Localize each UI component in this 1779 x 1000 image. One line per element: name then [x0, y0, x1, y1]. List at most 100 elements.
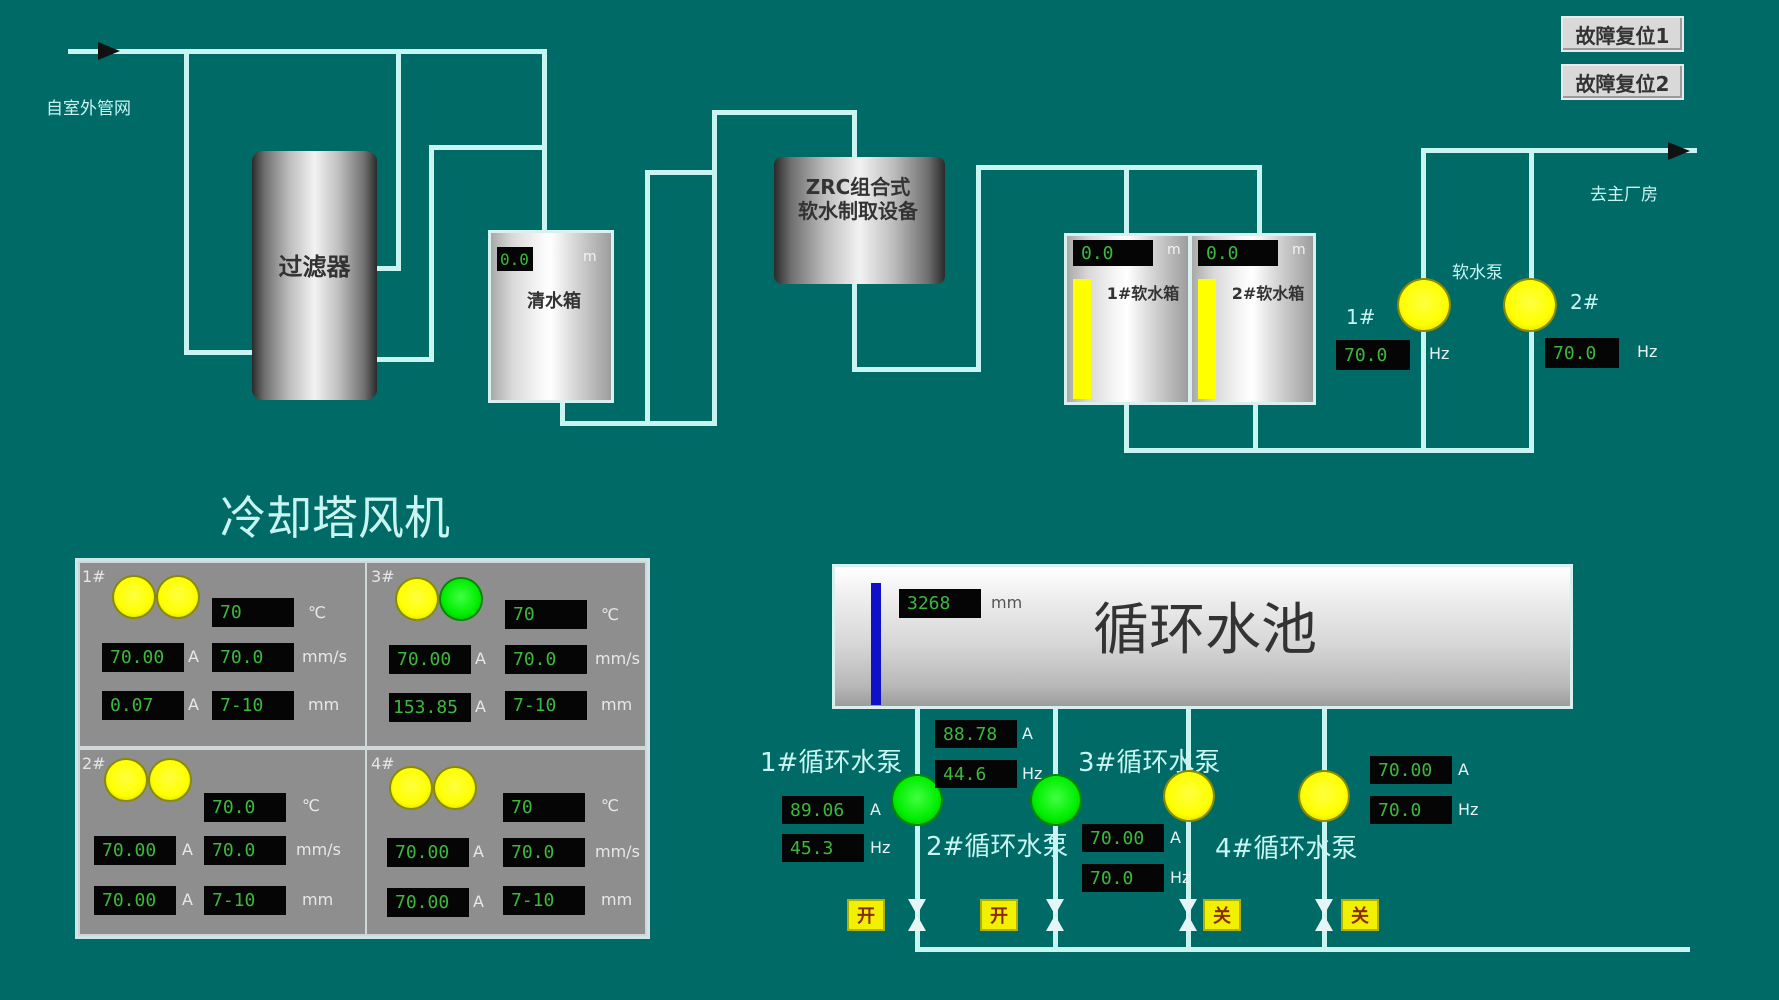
cooling-fan-1-temp: 70 [212, 598, 294, 627]
soft-pump-2-status-lamp[interactable] [1505, 280, 1555, 330]
fault-reset-1-button[interactable]: 故障复位1 [1561, 16, 1684, 52]
cooling-fan-2-lamp-a[interactable] [106, 760, 146, 800]
circ-pump-4-valve-button[interactable]: 关 [1341, 899, 1379, 931]
soft-pump-2-freq-unit: Hz [1637, 342, 1658, 361]
cooling-fan-3-current2-unit: A [475, 697, 486, 716]
circ-pump-2-label: 2#循环水泵 [926, 832, 1069, 862]
circ-pump-1-valve-button[interactable]: 开 [847, 899, 885, 931]
cooling-fan-4-speed: 70.0 [503, 838, 585, 867]
cooling-fan-2-current1: 70.00 [94, 836, 176, 865]
cooling-fan-4-current1: 70.00 [387, 838, 469, 867]
circ-pump-3-freq-unit: Hz [1170, 868, 1191, 887]
cooling-fan-2-temp: 70.0 [204, 793, 286, 822]
clear-tank-label: 清水箱 [527, 291, 581, 312]
cooling-fan-4-current1-unit: A [473, 842, 484, 861]
soft-pump-1-freq-unit: Hz [1429, 344, 1450, 363]
cooling-fan-3-temp-unit: ℃ [601, 605, 619, 624]
cooling-fan-4-lamp-b[interactable] [435, 768, 475, 808]
cooling-fan-2-speed: 70.0 [204, 836, 286, 865]
cooling-fan-4-range: 7-10 [503, 886, 585, 915]
circ-pump-2-current: 88.78 [935, 720, 1017, 748]
cooling-fan-3-lamp-b[interactable] [441, 579, 481, 619]
cooling-fan-1-id: 1# [82, 567, 106, 586]
soft-water-tank-1[interactable]: 0.0 m 1#软水箱 [1064, 233, 1191, 405]
cooling-fan-2-current2-unit: A [182, 890, 193, 909]
soft-pump-1-freq-display: 70.0 [1336, 340, 1410, 370]
soft-tank-1-level-display: 0.0 [1073, 240, 1153, 266]
cooling-fan-4-temp: 70 [503, 793, 585, 822]
cooling-fan-1-current1-unit: A [188, 647, 199, 666]
circ-pump-2-valve-icon[interactable] [1044, 897, 1066, 933]
cooling-fan-1-current2-unit: A [188, 695, 199, 714]
filter-vessel[interactable]: 过滤器 [252, 151, 377, 400]
circ-pump-2-current-unit: A [1022, 724, 1033, 743]
circ-pump-1-valve-icon[interactable] [906, 897, 928, 933]
cooling-fan-2-range: 7-10 [204, 886, 286, 915]
circ-pump-1-current: 89.06 [782, 796, 864, 824]
circ-pump-4-status-lamp[interactable] [1300, 772, 1348, 820]
cooling-fan-2-id: 2# [82, 754, 106, 773]
cooling-fan-4-current2: 70.00 [387, 888, 469, 917]
circulating-water-pool[interactable]: 3268 mm 循环水池 [832, 564, 1573, 709]
soft-water-tank-2[interactable]: 0.0 m 2#软水箱 [1189, 233, 1316, 405]
soft-tank-2-level-bar [1198, 279, 1216, 399]
clear-tank-level-unit: m [583, 249, 597, 265]
circ-pump-3-status-lamp[interactable] [1165, 772, 1213, 820]
soft-tank-1-level-unit: m [1167, 242, 1181, 258]
cooling-fan-1-temp-unit: ℃ [308, 603, 326, 622]
cooling-fan-3-current2: 153.85 [389, 693, 471, 722]
cooling-fan-2-cell: 2# 70.0 ℃ 70.00 A 70.0 mm/s 70.00 A 7-10… [78, 748, 367, 936]
cooling-fan-1-range: 7-10 [212, 691, 294, 720]
circ-pump-2-freq-unit: Hz [1022, 764, 1043, 783]
cooling-fan-3-lamp-a[interactable] [397, 579, 437, 619]
cooling-fan-1-lamp-b[interactable] [158, 577, 198, 617]
cooling-fan-3-temp: 70 [505, 600, 587, 629]
cooling-fan-1-lamp-a[interactable] [114, 577, 154, 617]
circ-pump-4-freq: 70.0 [1370, 796, 1452, 824]
cooling-fan-4-id: 4# [371, 754, 395, 773]
soft-tank-1-label: 1#软水箱 [1106, 284, 1180, 303]
cooling-fan-4-range-unit: mm [601, 890, 633, 909]
cooling-fan-4-lamp-a[interactable] [391, 768, 431, 808]
circ-pump-1-freq: 45.3 [782, 834, 864, 862]
circ-pump-1-current-unit: A [870, 800, 881, 819]
cooling-fan-1-cell: 1# 70 ℃ 70.00 A 70.0 mm/s 0.07 A 7-10 mm [78, 561, 367, 748]
fault-reset-2-button[interactable]: 故障复位2 [1561, 64, 1684, 100]
cooling-fan-1-current1: 70.00 [102, 643, 184, 672]
zrc-softener-unit[interactable]: ZRC组合式软水制取设备 [774, 157, 945, 284]
clear-water-tank[interactable]: 0.0 m 清水箱 [488, 230, 614, 403]
inlet-flow-arrow-icon [98, 42, 120, 60]
circ-pump-3-valve-icon[interactable] [1177, 897, 1199, 933]
cooling-tower-title: 冷却塔风机 [220, 491, 450, 545]
cooling-fan-3-current1: 70.00 [389, 645, 471, 674]
cooling-fan-4-speed-unit: mm/s [595, 842, 640, 861]
cooling-fan-3-id: 3# [371, 567, 395, 586]
circ-pump-4-valve-icon[interactable] [1313, 897, 1335, 933]
circ-pump-1-status-lamp[interactable] [893, 776, 941, 824]
cooling-fan-3-range-unit: mm [601, 695, 633, 714]
soft-pump-1-status-lamp[interactable] [1399, 280, 1449, 330]
circ-pump-4-freq-unit: Hz [1458, 800, 1479, 819]
circ-pump-4-current-unit: A [1458, 760, 1469, 779]
pool-level-unit: mm [991, 593, 1023, 612]
cooling-fan-2-speed-unit: mm/s [296, 840, 341, 859]
inlet-label: 自室外管网 [46, 99, 131, 119]
circ-pump-3-valve-button[interactable]: 关 [1203, 899, 1241, 931]
cooling-fan-3-speed-unit: mm/s [595, 649, 640, 668]
cooling-fan-2-lamp-b[interactable] [150, 760, 190, 800]
soft-pump-2-id: 2# [1570, 290, 1600, 314]
cooling-fan-1-range-unit: mm [308, 695, 340, 714]
cooling-fan-3-speed: 70.0 [505, 645, 587, 674]
cooling-fan-4-temp-unit: ℃ [601, 796, 619, 815]
cooling-fan-3-current1-unit: A [475, 649, 486, 668]
cooling-fan-2-temp-unit: ℃ [302, 796, 320, 815]
pool-label: 循环水池 [1093, 598, 1317, 663]
cooling-tower-panel: 1# 70 ℃ 70.00 A 70.0 mm/s 0.07 A 7-10 mm… [75, 558, 650, 939]
circ-pump-1-label: 1#循环水泵 [760, 748, 903, 778]
circ-pump-2-status-lamp[interactable] [1032, 776, 1080, 824]
circ-pump-2-freq: 44.6 [935, 760, 1017, 788]
circ-pump-2-valve-button[interactable]: 开 [980, 899, 1018, 931]
soft-tank-2-level-display: 0.0 [1198, 240, 1278, 266]
cooling-fan-4-current2-unit: A [473, 892, 484, 911]
cooling-fan-2-current1-unit: A [182, 840, 193, 859]
